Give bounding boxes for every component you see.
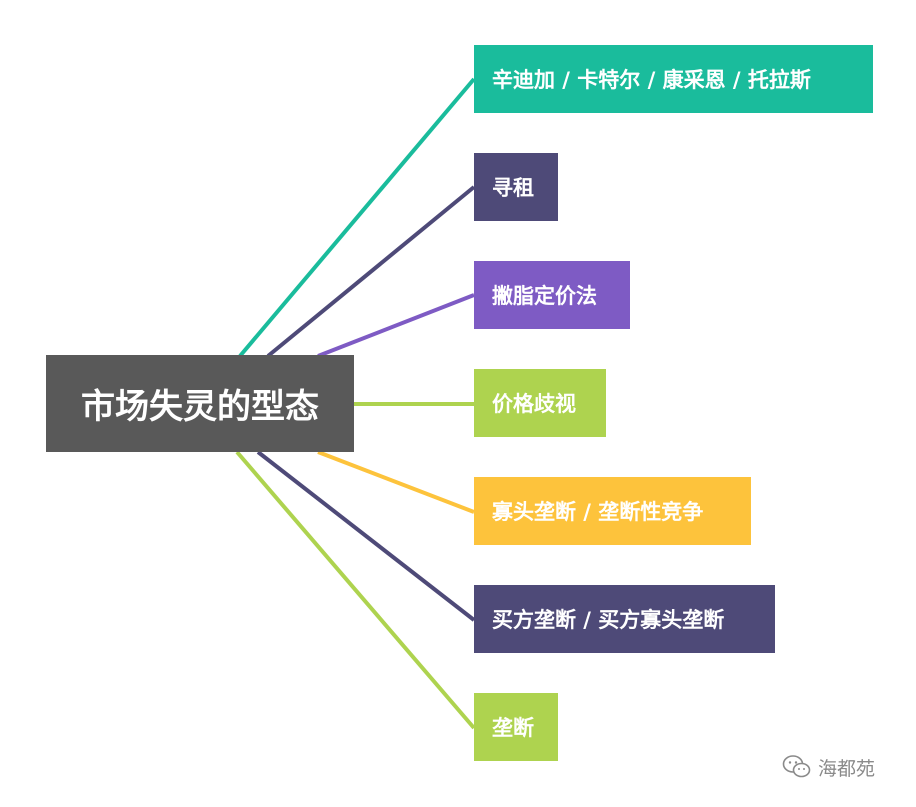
branch-node-cartel: 辛迪加 / 卡特尔 / 康采恩 / 托拉斯 bbox=[474, 45, 873, 113]
connector-7 bbox=[235, 450, 476, 730]
connector-2 bbox=[266, 185, 476, 358]
connector-1 bbox=[238, 77, 476, 358]
root-node: 市场失灵的型态 bbox=[46, 355, 354, 452]
watermark: 海都苑 bbox=[782, 752, 875, 782]
branch-node-oligopoly: 寡头垄断 / 垄断性竞争 bbox=[474, 477, 751, 545]
branch-node-monopsony: 买方垄断 / 买方寡头垄断 bbox=[474, 585, 775, 653]
branch-node-skimming-pricing: 撇脂定价法 bbox=[474, 261, 630, 329]
branch-node-monopoly: 垄断 bbox=[474, 693, 558, 761]
branch-node-price-discrimination: 价格歧视 bbox=[474, 369, 606, 437]
watermark-text: 海都苑 bbox=[818, 757, 876, 780]
connector-5 bbox=[317, 450, 475, 514]
connector-6 bbox=[256, 450, 476, 622]
branch-node-rent-seeking: 寻租 bbox=[474, 153, 558, 221]
connector-3 bbox=[317, 293, 475, 358]
wechat-icon bbox=[782, 755, 811, 778]
